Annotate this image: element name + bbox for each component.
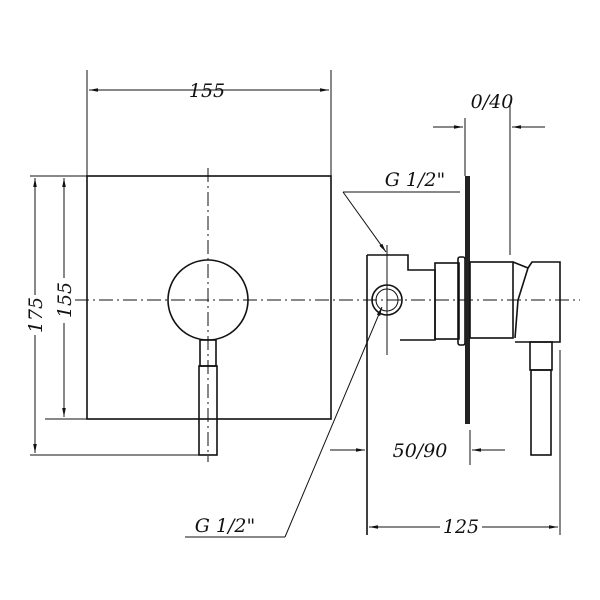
dim-plate-width: 155: [189, 80, 225, 102]
dim-plate-height: 155: [54, 282, 76, 318]
front-view: 155 175 155: [22, 70, 580, 462]
thread-label-bottom: G 1/2": [195, 515, 256, 537]
dim-wall-depth: 50/90: [393, 440, 448, 462]
thread-label-top: G 1/2": [385, 169, 446, 191]
handle-lever: [198, 365, 218, 456]
side-view: 0/40 50/90 125 G 1/2" G 1/2": [185, 91, 561, 538]
dim-overall-height: 175: [25, 297, 47, 333]
wall-plate: [465, 176, 470, 424]
cover-plate: [86, 175, 332, 420]
dim-plate-offset: 0/40: [471, 91, 514, 113]
dim-total-depth: 125: [443, 516, 479, 538]
